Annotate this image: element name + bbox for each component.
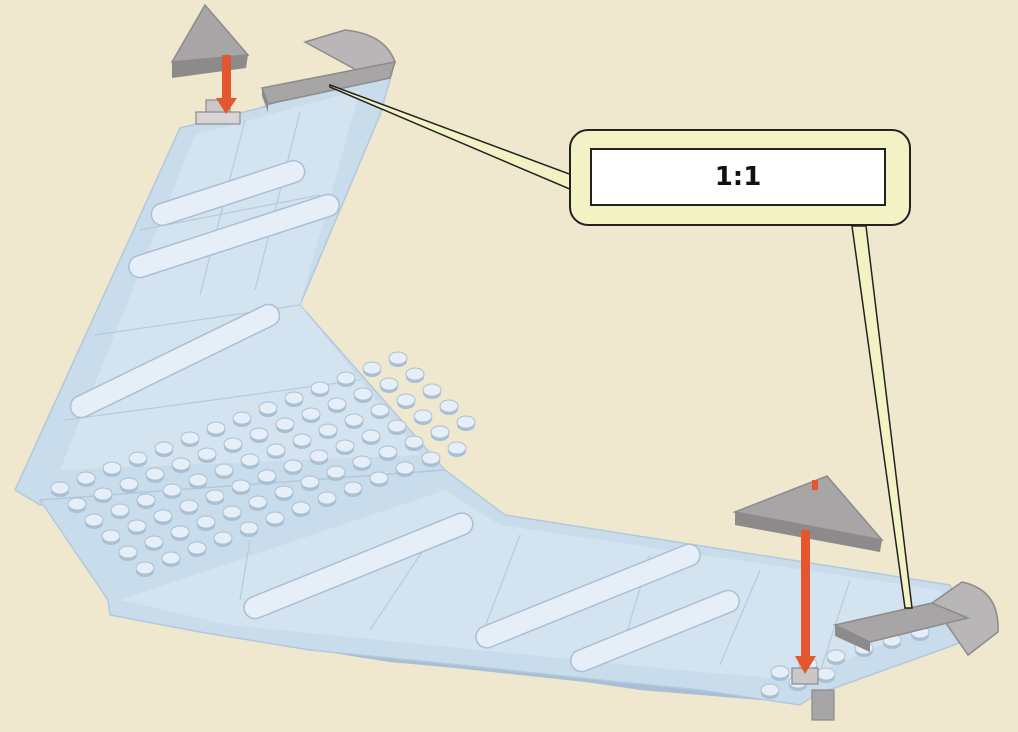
clip-part-top <box>196 100 240 124</box>
stud <box>302 408 320 420</box>
stud <box>353 456 371 468</box>
stud <box>206 490 224 502</box>
stud <box>337 372 355 384</box>
stud <box>180 500 198 512</box>
stud <box>146 468 164 480</box>
stud <box>223 506 241 518</box>
stud <box>345 414 363 426</box>
stud <box>136 562 154 574</box>
stud <box>328 398 346 410</box>
stud <box>259 402 277 414</box>
stud <box>405 436 423 448</box>
stud <box>250 428 268 440</box>
stud <box>362 430 380 442</box>
stud <box>172 458 190 470</box>
stud <box>344 482 362 494</box>
stud <box>249 496 267 508</box>
stud <box>155 442 173 454</box>
stud <box>119 546 137 558</box>
stud <box>128 520 146 532</box>
stud <box>817 668 835 680</box>
stud <box>188 542 206 554</box>
stud <box>380 378 398 390</box>
stud <box>388 420 406 432</box>
stud <box>354 388 372 400</box>
stud <box>232 480 250 492</box>
stud <box>440 400 458 412</box>
stud <box>827 650 845 662</box>
stud <box>120 478 138 490</box>
stud <box>145 536 163 548</box>
stud <box>233 412 251 424</box>
stud <box>111 504 129 516</box>
scale-label: 1:1 <box>590 148 886 206</box>
stud <box>423 384 441 396</box>
stud <box>406 368 424 380</box>
stud <box>422 452 440 464</box>
stud <box>154 510 172 522</box>
stud <box>102 530 120 542</box>
stud <box>51 482 69 494</box>
stud <box>275 486 293 498</box>
stud <box>371 404 389 416</box>
stud <box>198 448 216 460</box>
stud <box>285 392 303 404</box>
stud <box>85 514 103 526</box>
stud <box>207 422 225 434</box>
stud <box>397 394 415 406</box>
stud <box>431 426 449 438</box>
stud <box>414 410 432 422</box>
triangle-tile-top <box>172 5 248 78</box>
stud <box>396 462 414 474</box>
stud <box>311 382 329 394</box>
stud <box>363 362 381 374</box>
stud <box>379 446 397 458</box>
stud <box>318 492 336 504</box>
stud <box>258 470 276 482</box>
stud <box>129 452 147 464</box>
stud <box>103 462 121 474</box>
stud <box>214 532 232 544</box>
stud <box>293 434 311 446</box>
stud <box>197 516 215 528</box>
stud <box>276 418 294 430</box>
stud <box>336 440 354 452</box>
stud <box>319 424 337 436</box>
stud <box>162 552 180 564</box>
stud <box>266 512 284 524</box>
stud <box>68 498 86 510</box>
stud <box>77 472 95 484</box>
stud <box>301 476 319 488</box>
stud <box>771 666 789 678</box>
stud <box>137 494 155 506</box>
stud <box>389 352 407 364</box>
stud <box>94 488 112 500</box>
stud <box>370 472 388 484</box>
stud <box>215 464 233 476</box>
stud <box>457 416 475 428</box>
stud <box>310 450 328 462</box>
stud <box>448 442 466 454</box>
stud <box>292 502 310 514</box>
stud <box>171 526 189 538</box>
stud <box>240 522 258 534</box>
stud <box>163 484 181 496</box>
stud <box>761 684 779 696</box>
stud <box>241 454 259 466</box>
stud <box>267 444 285 456</box>
stud <box>189 474 207 486</box>
stud <box>284 460 302 472</box>
stud <box>327 466 345 478</box>
stud <box>181 432 199 444</box>
stud <box>224 438 242 450</box>
